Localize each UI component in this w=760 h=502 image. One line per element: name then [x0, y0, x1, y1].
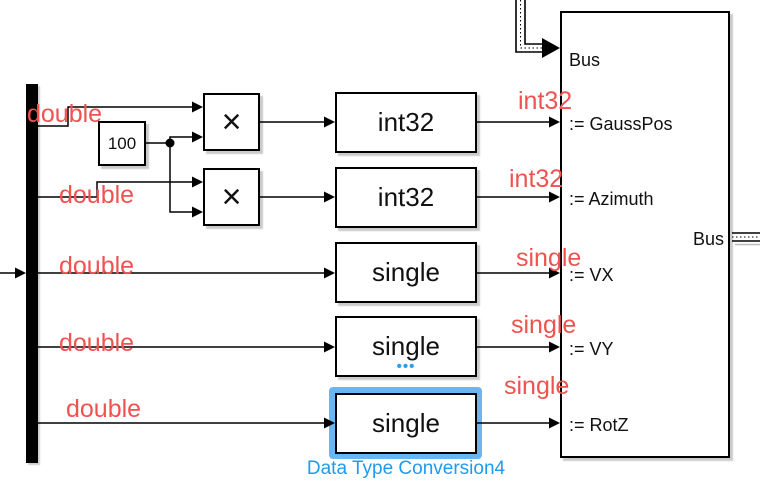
port-label-rotz: := RotZ [569, 415, 629, 435]
content-preview-ellipsis-icon[interactable]: ••• [396, 358, 416, 375]
conversion-type-label: single [372, 331, 440, 361]
type-annotation-single-2: single [511, 311, 577, 339]
product-block-1[interactable]: × [203, 93, 260, 151]
wire-single-2[interactable] [477, 341, 560, 353]
conversion-type-label: single [372, 257, 440, 287]
conversion-block-single-2[interactable]: single [335, 316, 477, 377]
conversion-block-int32-1[interactable]: int32 [335, 92, 477, 153]
wire-bus-output[interactable] [732, 232, 760, 246]
wire-int32-1[interactable] [477, 116, 560, 128]
wire-product2-out[interactable] [260, 191, 335, 203]
bus-assignment-block[interactable]: Bus := GaussPos := Azimuth := VX := VY :… [560, 11, 730, 458]
wire-input-to-mux[interactable] [0, 267, 26, 279]
port-label-gausspos: := GaussPos [569, 114, 673, 134]
conversion-type-label: int32 [377, 107, 435, 137]
wire-constant-branch[interactable] [146, 131, 203, 218]
selected-block-name-label[interactable]: Data Type Conversion4 [306, 458, 506, 479]
conversion-block-single-1[interactable]: single [335, 242, 477, 303]
type-annotation-double-3: double [59, 252, 135, 280]
branch-junction-dot [165, 138, 175, 148]
wire-bus-input[interactable] [515, 0, 560, 58]
type-annotation-single-3: single [504, 372, 570, 400]
wire-product1-out[interactable] [260, 116, 335, 128]
type-annotation-double-4: double [59, 329, 135, 357]
type-annotation-single-1: single [516, 244, 582, 272]
type-annotation-int32-1: int32 [518, 87, 573, 115]
port-label-azimuth: := Azimuth [569, 189, 654, 209]
type-annotation-int32-2: int32 [509, 165, 564, 193]
type-annotation-double-1: double [27, 100, 103, 128]
wire-int32-2[interactable] [477, 191, 560, 203]
conversion-block-int32-2[interactable]: int32 [335, 167, 477, 228]
constant-block[interactable]: 100 [98, 121, 146, 166]
type-annotation-double-2: double [59, 181, 135, 209]
conversion-type-label: int32 [377, 182, 435, 212]
conversion-type-label: single [372, 408, 440, 438]
constant-value: 100 [107, 133, 137, 153]
port-label-bus-out: Bus [692, 229, 724, 249]
type-annotation-double-5: double [66, 395, 142, 423]
wire-single-3[interactable] [477, 417, 560, 429]
port-label-vx: := VX [569, 265, 614, 285]
product-block-2[interactable]: × [203, 168, 260, 226]
mux-bar-block[interactable] [26, 84, 38, 463]
conversion-block-single-3-selected[interactable]: single [335, 393, 477, 454]
port-label-vy: := VY [569, 339, 614, 359]
port-label-bus-in: Bus [569, 50, 601, 70]
